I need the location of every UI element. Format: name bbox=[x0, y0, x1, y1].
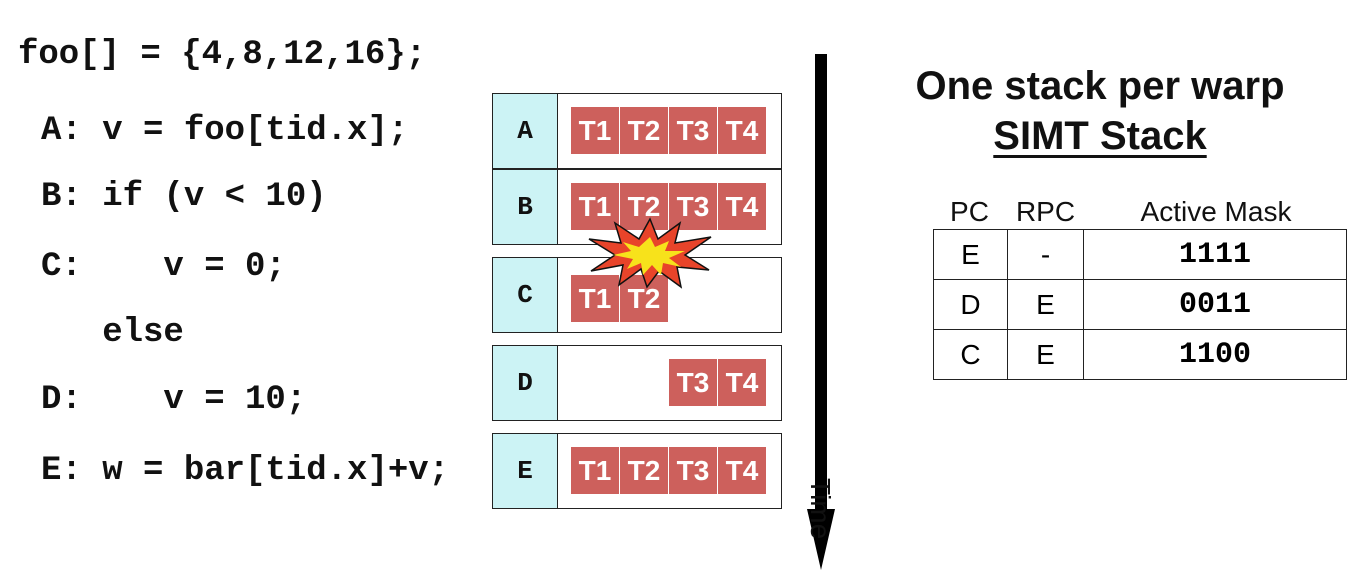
thread-chip: T3 bbox=[669, 447, 717, 494]
mask-cell: 0011 bbox=[1083, 279, 1347, 330]
pc-cell: E bbox=[933, 229, 1008, 280]
block-label: D bbox=[493, 346, 558, 420]
thread-lane: T1 T2 T3 T4 bbox=[558, 434, 781, 508]
code-line-a: A: v = foo[tid.x]; bbox=[41, 112, 409, 150]
rpc-cell: - bbox=[1007, 229, 1084, 280]
block-row-a: A T1 T2 T3 T4 bbox=[492, 93, 782, 169]
thread-lane: T1 T2 T3 T4 bbox=[558, 170, 781, 244]
thread-chip: T4 bbox=[718, 359, 766, 406]
thread-chip: T2 bbox=[620, 183, 668, 230]
stack-row: C E 1100 bbox=[933, 329, 1347, 380]
rpc-cell: E bbox=[1007, 279, 1084, 330]
time-label: Time bbox=[805, 478, 836, 540]
thread-lane: T1 T2 bbox=[558, 258, 781, 332]
thread-chip: T4 bbox=[718, 447, 766, 494]
thread-chip: T3 bbox=[669, 183, 717, 230]
thread-chip: T1 bbox=[571, 183, 619, 230]
block-label: C bbox=[493, 258, 558, 332]
code-line-d: D: v = 10; bbox=[41, 381, 307, 419]
mask-cell: 1111 bbox=[1083, 229, 1347, 280]
pc-cell: D bbox=[933, 279, 1008, 330]
block-label: A bbox=[493, 94, 558, 168]
stack-row: D E 0011 bbox=[933, 279, 1347, 330]
block-row-b: B T1 T2 T3 T4 bbox=[492, 169, 782, 245]
thread-chip: T4 bbox=[718, 107, 766, 154]
divergence-burst-icon bbox=[588, 217, 712, 289]
code-line-foo-decl: foo[] = {4,8,12,16}; bbox=[18, 36, 427, 74]
time-arrow-icon bbox=[807, 54, 835, 570]
block-label: E bbox=[493, 434, 558, 508]
thread-chip: T4 bbox=[718, 183, 766, 230]
pc-cell: C bbox=[933, 329, 1008, 380]
simt-stack-table: E - 1111 D E 0011 C E 1100 bbox=[933, 229, 1347, 380]
thread-chip: T2 bbox=[620, 107, 668, 154]
block-label: B bbox=[493, 170, 558, 244]
thread-chip: T2 bbox=[620, 447, 668, 494]
code-line-else: else bbox=[41, 314, 184, 352]
mask-cell: 1100 bbox=[1083, 329, 1347, 380]
block-row-d: D T3 T4 bbox=[492, 345, 782, 421]
header-active-mask: Active Mask bbox=[1140, 196, 1292, 227]
stack-title: One stack per warp bbox=[915, 64, 1285, 108]
thread-lane: T1 T2 T3 T4 bbox=[558, 94, 781, 168]
code-line-c: C: v = 0; bbox=[41, 248, 286, 286]
rpc-cell: E bbox=[1007, 329, 1084, 380]
thread-chip: T3 bbox=[669, 359, 717, 406]
code-line-b: B: if (v < 10) bbox=[41, 178, 327, 216]
header-rpc: RPC bbox=[1015, 196, 1076, 227]
thread-chip: T1 bbox=[571, 447, 619, 494]
stack-row: E - 1111 bbox=[933, 229, 1347, 280]
thread-chip: T1 bbox=[571, 107, 619, 154]
thread-chip: T2 bbox=[620, 275, 668, 322]
thread-chip: T3 bbox=[669, 107, 717, 154]
stack-subtitle: SIMT Stack bbox=[993, 114, 1207, 158]
thread-lane: T3 T4 bbox=[558, 346, 781, 420]
block-row-e: E T1 T2 T3 T4 bbox=[492, 433, 782, 509]
thread-chip: T1 bbox=[571, 275, 619, 322]
code-line-e: E: w = bar[tid.x]+v; bbox=[41, 452, 450, 490]
header-pc: PC bbox=[950, 196, 989, 227]
